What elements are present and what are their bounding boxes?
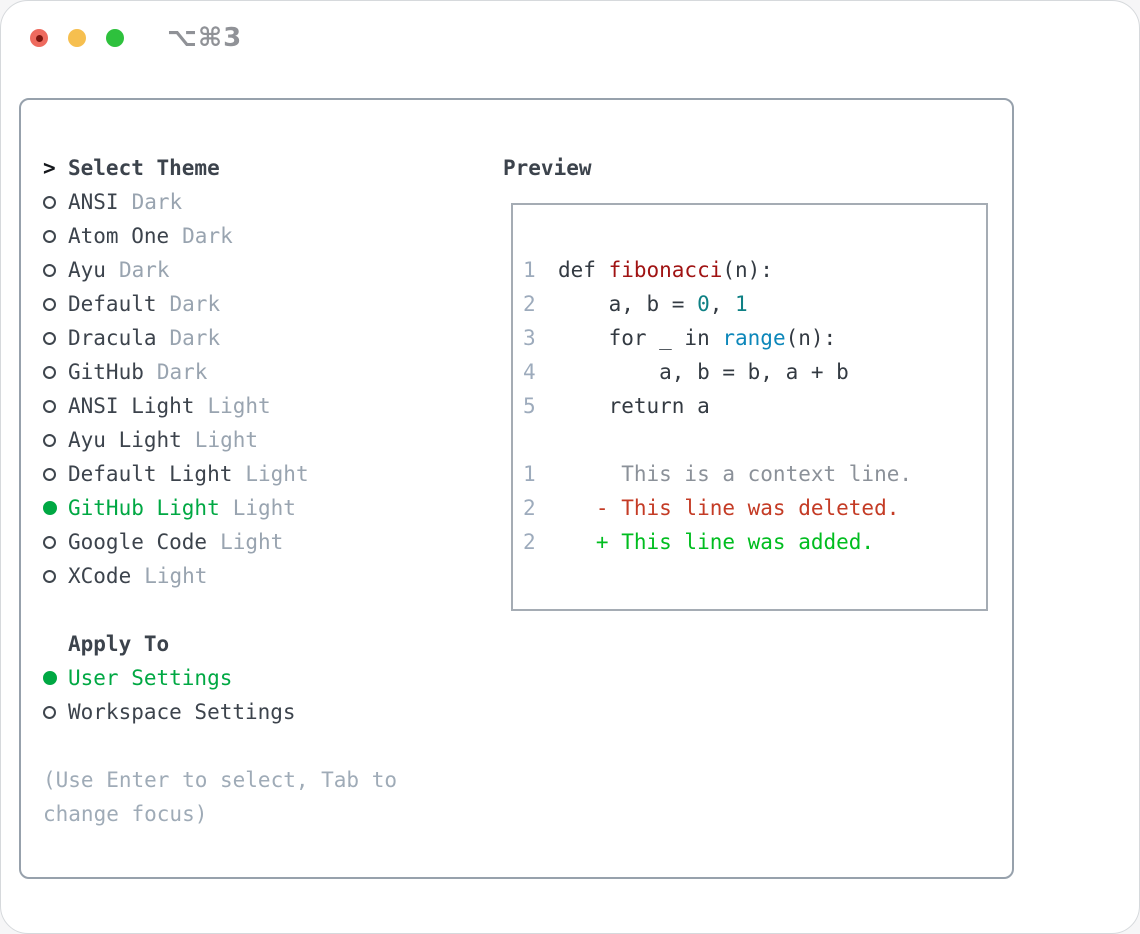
radio-icon bbox=[43, 263, 68, 277]
theme-option-ayu-light[interactable]: Ayu Light Light bbox=[43, 423, 397, 457]
theme-variant-tag: Dark bbox=[131, 190, 183, 214]
titlebar: ⌥⌘3 bbox=[1, 1, 1139, 76]
theme-variant-tag: Dark bbox=[182, 224, 233, 248]
code-line: 5 return a bbox=[523, 394, 710, 418]
theme-option-default-dark[interactable]: Default Dark bbox=[43, 287, 397, 321]
radio-icon bbox=[43, 535, 68, 549]
minimize-button[interactable] bbox=[68, 29, 86, 47]
hint-text-line1: (Use Enter to select, Tab to bbox=[43, 768, 398, 792]
apply-option-label: User Settings bbox=[68, 666, 233, 690]
theme-variant-tag: Dark bbox=[118, 258, 170, 282]
theme-option-github-light[interactable]: GitHub Light Light bbox=[43, 491, 397, 525]
theme-option-google-code[interactable]: Google Code Light bbox=[43, 525, 397, 559]
theme-variant-tag: Light bbox=[232, 496, 296, 520]
theme-name: Atom One bbox=[68, 224, 170, 248]
code-line: 3 for _ in range(n): bbox=[523, 326, 837, 350]
theme-list: > Select Theme ANSI Dark Atom One Dark A… bbox=[43, 151, 397, 831]
close-button[interactable] bbox=[30, 29, 48, 47]
radio-icon bbox=[43, 195, 68, 209]
theme-name: Default Light bbox=[68, 462, 233, 486]
theme-variant-tag: Light bbox=[194, 428, 259, 452]
theme-name: GitHub Light bbox=[68, 496, 220, 520]
theme-variant-tag: Light bbox=[207, 394, 271, 418]
theme-name: Dracula bbox=[68, 326, 157, 350]
radio-icon bbox=[43, 705, 68, 719]
theme-option-atom-one-dark[interactable]: Atom One Dark bbox=[43, 219, 397, 253]
diff-line-added: 2 + This line was added. bbox=[523, 530, 875, 554]
zoom-button[interactable] bbox=[106, 29, 124, 47]
radio-icon bbox=[43, 569, 68, 583]
radio-icon bbox=[43, 229, 68, 243]
radio-icon bbox=[43, 467, 68, 481]
apply-option-label: Workspace Settings bbox=[68, 700, 296, 724]
theme-option-dracula-dark[interactable]: Dracula Dark bbox=[43, 321, 397, 355]
section-title-apply-to: Apply To bbox=[68, 632, 170, 656]
preview-box: 1 def fibonacci(n): 2 a, b = 0, 1 3 for … bbox=[511, 203, 988, 611]
line-number: 2 bbox=[523, 530, 536, 554]
theme-option-default-light[interactable]: Default Light Light bbox=[43, 457, 397, 491]
radio-icon bbox=[43, 365, 68, 379]
theme-option-ayu-dark[interactable]: Ayu Dark bbox=[43, 253, 397, 287]
theme-option-ansi-light[interactable]: ANSI Light Light bbox=[43, 389, 397, 423]
unsaved-changes-dot-icon bbox=[35, 34, 43, 42]
theme-name: ANSI bbox=[68, 190, 119, 214]
hint-text-line2: change focus) bbox=[43, 802, 208, 826]
code-line: 1 def fibonacci(n): bbox=[523, 258, 773, 282]
theme-name: Default bbox=[68, 292, 157, 316]
apply-option-workspace-settings[interactable]: Workspace Settings bbox=[43, 695, 397, 729]
radio-selected-icon bbox=[43, 671, 68, 685]
theme-picker-panel: > Select Theme ANSI Dark Atom One Dark A… bbox=[19, 98, 1014, 879]
preview-title: Preview bbox=[503, 156, 592, 180]
theme-list-header: > Select Theme bbox=[43, 151, 397, 185]
radio-icon bbox=[43, 297, 68, 311]
diff-line-deleted: 2 - This line was deleted. bbox=[523, 496, 900, 520]
line-number: 3 bbox=[523, 326, 536, 350]
radio-icon bbox=[43, 331, 68, 345]
radio-selected-icon bbox=[43, 501, 68, 515]
keyboard-shortcut-label: ⌥⌘3 bbox=[167, 23, 243, 53]
theme-variant-tag: Light bbox=[144, 564, 208, 588]
code-line: 2 a, b = 0, 1 bbox=[523, 292, 748, 316]
theme-variant-tag: Light bbox=[245, 462, 309, 486]
theme-variant-tag: Dark bbox=[169, 326, 221, 350]
theme-name: Google Code bbox=[68, 530, 208, 554]
prompt-icon: > bbox=[43, 156, 56, 180]
theme-variant-tag: Dark bbox=[169, 292, 221, 316]
theme-name: ANSI Light bbox=[68, 394, 195, 418]
theme-option-ansi-dark[interactable]: ANSI Dark bbox=[43, 185, 397, 219]
code-line: 4 a, b = b, a + b bbox=[523, 360, 849, 384]
line-number: 1 bbox=[523, 462, 536, 486]
line-number: 1 bbox=[523, 258, 536, 282]
theme-variant-tag: Dark bbox=[156, 360, 208, 384]
theme-option-xcode[interactable]: XCode Light bbox=[43, 559, 397, 593]
theme-name: Ayu bbox=[68, 258, 106, 282]
blank-line bbox=[523, 423, 986, 457]
line-number: 5 bbox=[523, 394, 536, 418]
radio-icon bbox=[43, 433, 68, 447]
spacer bbox=[43, 593, 397, 627]
theme-option-github-dark[interactable]: GitHub Dark bbox=[43, 355, 397, 389]
spacer bbox=[43, 729, 397, 763]
theme-variant-tag: Light bbox=[220, 530, 284, 554]
section-title-select-theme: Select Theme bbox=[68, 156, 220, 180]
radio-icon bbox=[43, 399, 68, 413]
line-number: 4 bbox=[523, 360, 536, 384]
apply-option-user-settings[interactable]: User Settings bbox=[43, 661, 397, 695]
apply-to-header: Apply To bbox=[43, 627, 397, 661]
line-number: 2 bbox=[523, 292, 536, 316]
line-number: 2 bbox=[523, 496, 536, 520]
theme-name: Ayu Light bbox=[68, 428, 182, 452]
theme-name: GitHub bbox=[68, 360, 144, 384]
theme-name: XCode bbox=[68, 564, 132, 588]
diff-line-context: 1 This is a context line. bbox=[523, 462, 913, 486]
